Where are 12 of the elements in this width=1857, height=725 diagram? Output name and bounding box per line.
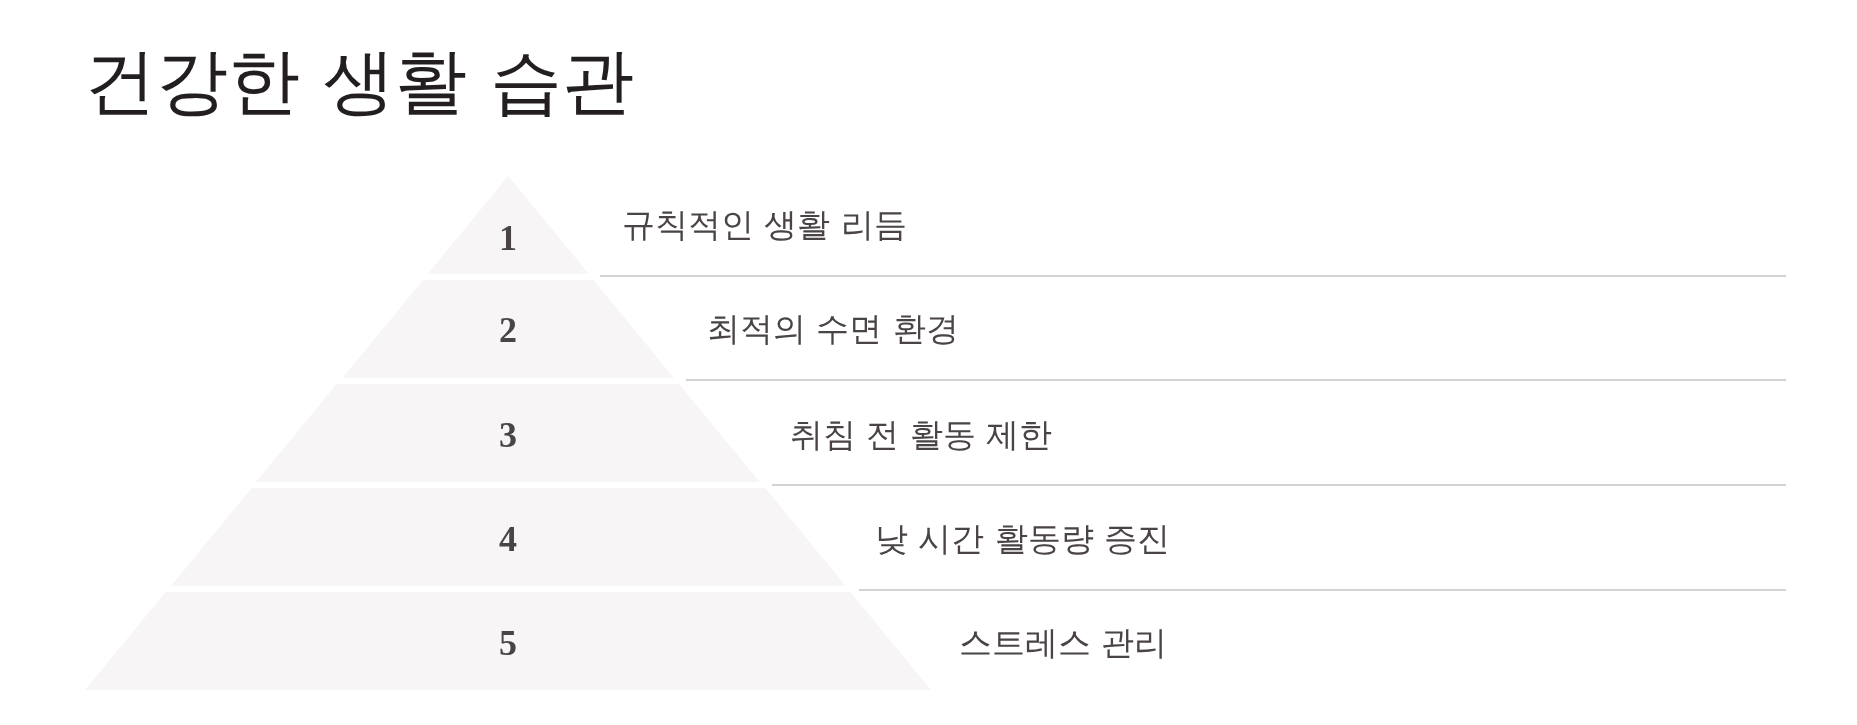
- tier-label: 스트레스 관리: [959, 623, 1168, 663]
- tier-number: 4: [499, 521, 517, 557]
- tier-label: 최적의 수면 환경: [707, 309, 959, 349]
- title: 건강한 생활 습관: [84, 38, 634, 125]
- tier-number: 3: [499, 417, 517, 453]
- tier-number: 2: [499, 312, 517, 348]
- pyramid-tier: [84, 592, 931, 690]
- tier-number: 5: [499, 625, 517, 661]
- tier-label: 낮 시간 활동량 증진: [875, 519, 1171, 559]
- tier-label: 취침 전 활동 제한: [790, 415, 1053, 455]
- tier-number: 1: [499, 220, 517, 256]
- tier-label: 규칙적인 생활 리듬: [622, 205, 907, 245]
